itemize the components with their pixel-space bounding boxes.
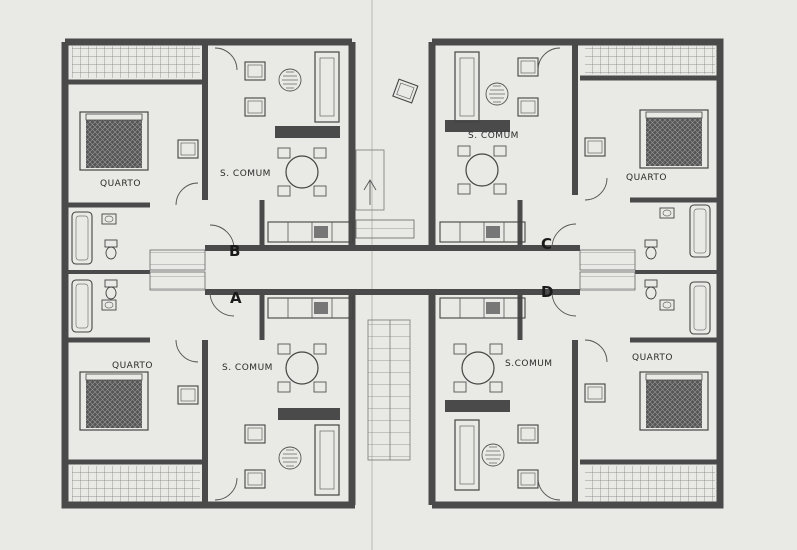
room-label-quarto-a: QUARTO <box>112 361 153 371</box>
unit-label-c: C <box>541 235 552 253</box>
bed <box>639 109 709 169</box>
room-label-quarto-b: QUARTO <box>100 179 141 189</box>
corridor-wall <box>149 271 206 291</box>
counter <box>278 408 340 420</box>
room-label-s-comum-a: S. COMUM <box>222 363 273 373</box>
doors <box>175 47 608 501</box>
plant <box>485 82 509 106</box>
plant <box>278 446 302 470</box>
unit-label-d: D <box>541 283 553 301</box>
room-label-s-comum-d: S.COMUM <box>505 359 553 369</box>
room-label-s-comum-b: S. COMUM <box>220 169 271 179</box>
stair-landing <box>355 219 415 239</box>
room-label-s-comum-c: S. COMUM <box>468 131 519 141</box>
stairwell <box>367 319 411 461</box>
counter <box>445 120 510 132</box>
balcony <box>585 466 715 502</box>
plant <box>278 68 302 92</box>
balcony <box>72 466 200 502</box>
corridor-wall <box>149 249 206 271</box>
corridor-wall <box>579 271 636 291</box>
unit-label-b: B <box>229 242 240 260</box>
room-label-quarto-c: QUARTO <box>626 173 667 183</box>
stair-arrow <box>363 179 377 205</box>
counter <box>445 400 510 412</box>
elevator-shaft <box>355 149 385 211</box>
corridor-wall <box>579 249 636 271</box>
walls <box>61 38 724 509</box>
bed <box>79 371 149 431</box>
bed <box>639 371 709 431</box>
balcony <box>72 46 200 78</box>
room-label-quarto-d: QUARTO <box>632 353 673 363</box>
counter <box>275 126 340 138</box>
unit-label-a: A <box>230 289 242 307</box>
balcony <box>585 46 715 74</box>
bed <box>79 111 149 171</box>
plant <box>481 443 505 467</box>
